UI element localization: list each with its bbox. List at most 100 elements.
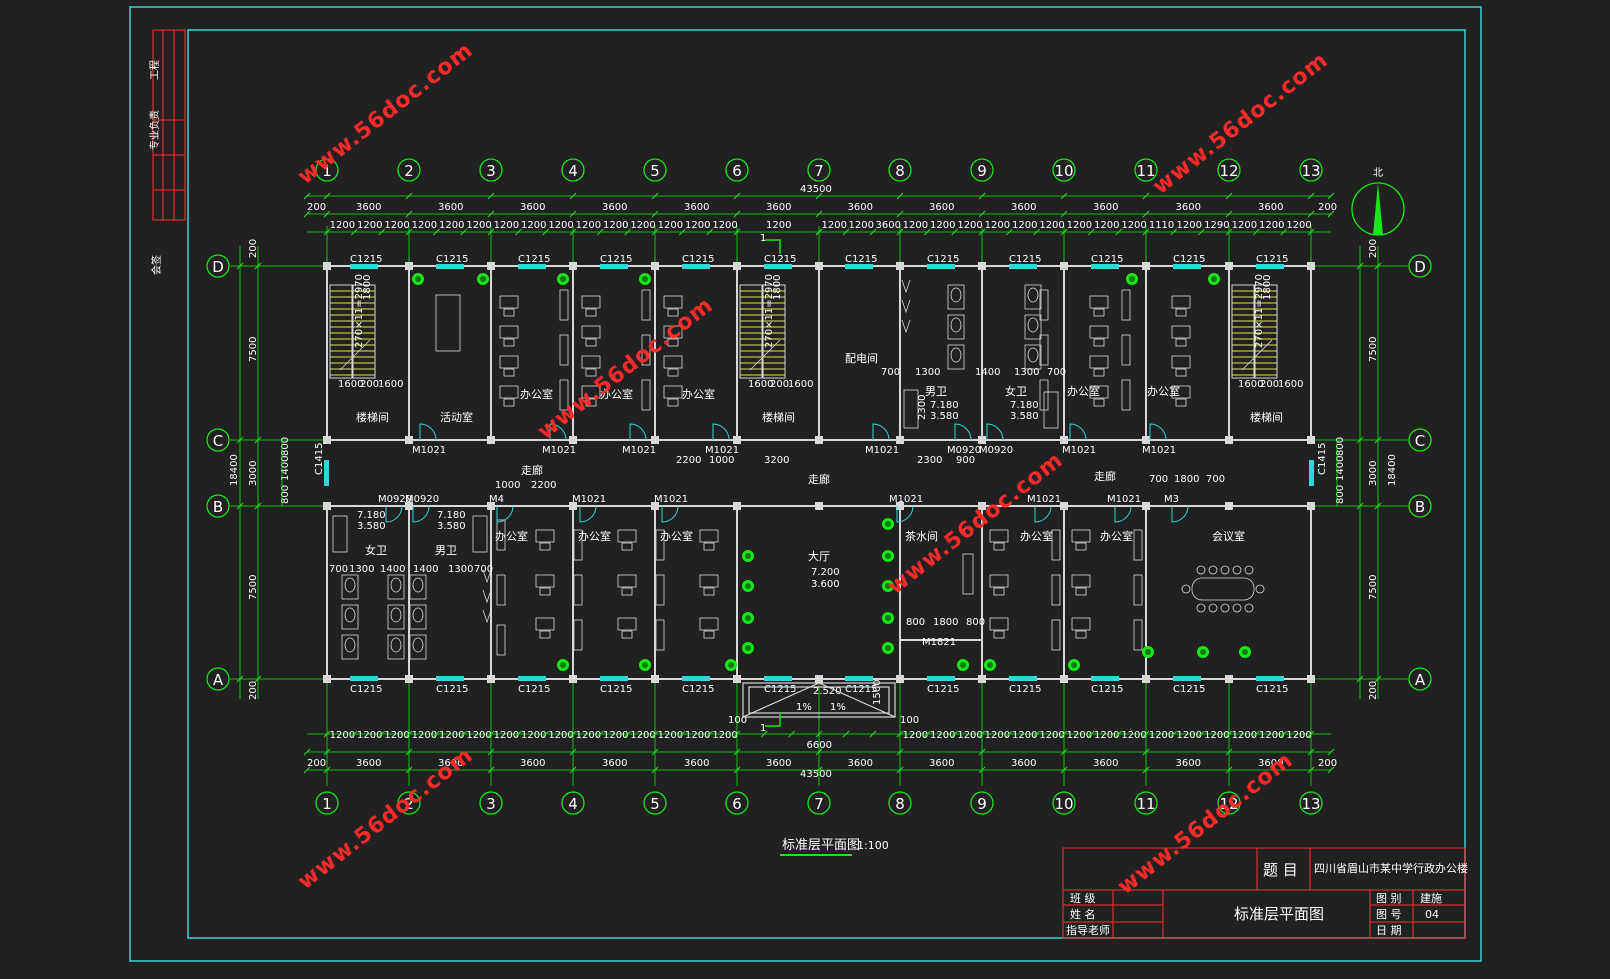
window-tag-top: C1215: [682, 254, 714, 265]
window-side-left: [324, 460, 329, 486]
room-stair-1: 楼梯间: [356, 410, 389, 424]
north-arrow: 北: [1351, 167, 1405, 236]
dim-sub-bottom: 1200: [330, 730, 355, 741]
dim-1000-a: 1000: [709, 455, 734, 466]
dim-bay-bottom: 3600: [520, 758, 545, 769]
column: [1060, 502, 1068, 510]
axis-label-A: A: [1415, 671, 1426, 689]
watermark-4: www.56doc.com: [883, 448, 1068, 600]
dim-bay-bottom: 3600: [1011, 758, 1036, 769]
axis-label-2: 2: [404, 162, 414, 180]
column: [896, 436, 904, 444]
dim-sub-top: 1200: [685, 220, 710, 231]
stair-note-3: 270×11=2970: [1254, 274, 1265, 348]
plant: [639, 273, 651, 285]
column: [733, 436, 741, 444]
stair-flight: [1231, 284, 1278, 379]
dim-sub-bottom: 1200: [494, 730, 519, 741]
plant: [742, 580, 754, 592]
column: [487, 436, 495, 444]
window-top: [764, 264, 792, 269]
dim-2200-a: 2200: [676, 455, 701, 466]
axis-label-2: 2: [404, 795, 414, 813]
door-m1021-bottom-3: M1021: [1027, 494, 1061, 505]
plant: [557, 659, 569, 671]
axis-label-11: 11: [1136, 162, 1155, 180]
dim-sub-bottom: 1200: [930, 730, 955, 741]
axis-label-D: D: [1414, 258, 1426, 276]
dim-right-edge-bottom: 200: [1368, 681, 1379, 700]
door-m0920-top-a: M0920: [947, 445, 981, 456]
dim-sub-top: 1290: [1204, 220, 1229, 231]
dim-sub-top: 1200: [1286, 220, 1311, 231]
dim-sub-top: 1110: [1149, 220, 1174, 231]
dim-sub-top: 1200: [466, 220, 491, 231]
dim-sub-bottom: 1200: [1012, 730, 1037, 741]
window-tag-top: C1215: [1009, 254, 1041, 265]
tb-class-label: 班 级: [1070, 892, 1096, 905]
dim-right-total: 18400: [1387, 454, 1398, 486]
dim-bay-top: 3600: [1093, 202, 1118, 213]
door-m4: M4: [489, 494, 504, 505]
column: [896, 675, 904, 683]
tb-drawing-name: 标准层平面图: [1234, 905, 1324, 923]
axis-bubble: [888, 158, 912, 182]
room-female-wc-bottom: 女卫: [365, 543, 387, 557]
axis-label-A: A: [213, 671, 224, 689]
window-bottom: [927, 676, 955, 681]
drawing-title-text: 标准层平面图: [782, 838, 860, 853]
column: [651, 262, 659, 270]
column: [1060, 675, 1068, 683]
dim-edge-tr: 200: [1318, 202, 1337, 213]
dim-total-top: 43500: [800, 184, 832, 195]
axis-bubble: [479, 158, 503, 182]
axis-bubble: [1134, 791, 1158, 815]
dim-small: 800: [280, 485, 291, 504]
dim-sub-bottom: 1200: [903, 730, 928, 741]
window-tag-top: C1215: [764, 254, 796, 265]
column: [405, 502, 413, 510]
column: [1307, 262, 1315, 270]
dim-sub-top: 1200: [1121, 220, 1146, 231]
column: [1307, 675, 1315, 683]
window-tag-bottom: C1215: [1256, 684, 1288, 695]
dim-left-dc: 7500: [248, 337, 259, 362]
room-office-3: 办公室: [682, 387, 715, 401]
furniture: [332, 279, 1265, 660]
column: [569, 262, 577, 270]
section-marks: 1 1: [760, 233, 781, 734]
door-m1021-top-4: M1021: [865, 445, 899, 456]
dim-bay-bottom: 3600: [1258, 758, 1283, 769]
room-hall: 大厅: [808, 549, 830, 563]
column: [978, 262, 986, 270]
dim-bay-bottom: 3600: [1176, 758, 1201, 769]
axis-bubble: [725, 158, 749, 182]
dim-1800-b: 1800: [933, 617, 958, 628]
axis-label-12: 12: [1219, 795, 1238, 813]
window-top: [1173, 264, 1201, 269]
dim-sub-top: 1200: [1012, 220, 1037, 231]
dim-1300-d: 1300: [448, 564, 473, 575]
level-hall-2: 3.600: [811, 579, 840, 590]
column: [733, 262, 741, 270]
dim-1000-b: 1000: [495, 480, 520, 491]
room-office-1: 办公室: [520, 387, 553, 401]
dim-sub-bottom: 1200: [685, 730, 710, 741]
dim-sub-top: 1200: [576, 220, 601, 231]
dim-bay-bottom: 3600: [602, 758, 627, 769]
plant: [412, 273, 424, 285]
column: [815, 502, 823, 510]
dim-sub-top: 1200: [658, 220, 683, 231]
drawing-title: 标准层平面图 1:100: [780, 838, 889, 856]
plant: [882, 612, 894, 624]
stair-dim: 1600: [378, 379, 403, 390]
plant: [1239, 646, 1251, 658]
axis-bubble: [206, 494, 230, 518]
dim-700-b: 700: [1206, 474, 1225, 485]
dim-bay-bottom: 3600: [438, 758, 463, 769]
room-corridor-1: 走廊: [521, 463, 543, 477]
room-office-8: 办公室: [660, 529, 693, 543]
axis-bubble: [1408, 254, 1432, 278]
column: [487, 262, 495, 270]
room-office-2: 办公室: [600, 387, 633, 401]
